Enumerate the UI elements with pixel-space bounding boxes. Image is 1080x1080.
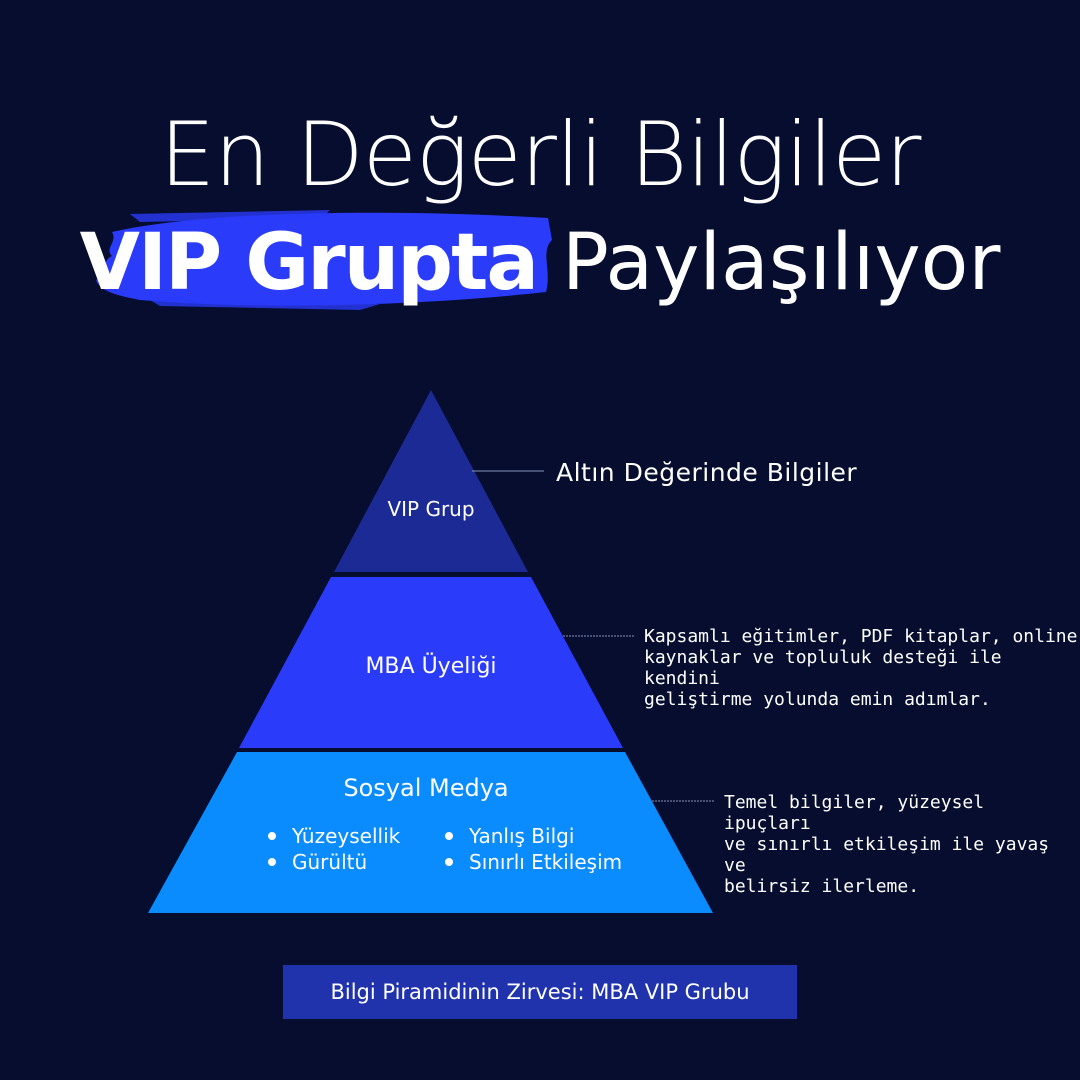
headline-line1: En Değerli Bilgiler (159, 103, 922, 206)
pyramid-middle-label: MBA Üyeliği (365, 654, 497, 679)
pyramid-bottom-label: Sosyal Medya (343, 774, 509, 802)
headline-line2: VIP Grupta Paylaşılıyor (0, 218, 1080, 308)
bullet-dot-icon (445, 858, 453, 866)
pyramid-bottom-tier (148, 752, 713, 913)
list-item: Gürültü (268, 849, 400, 875)
middle-tier-description: Kapsamlı eğitimler, PDF kitaplar, online… (644, 626, 1078, 710)
list-item: Sınırlı Etkileşim (445, 849, 622, 875)
bullet-dot-icon (268, 832, 276, 840)
list-item: Yanlış Bilgi (445, 823, 622, 849)
footer-banner: Bilgi Piramidinin Zirvesi: MBA VIP Grubu (283, 965, 797, 1019)
headline-highlight: VIP Grupta (79, 218, 539, 308)
bullet-list-right: Yanlış Bilgi Sınırlı Etkileşim (445, 823, 622, 875)
list-item: Yüzeysellik (268, 823, 400, 849)
pyramid-top-tier (334, 390, 528, 572)
pyramid-middle-tier (239, 577, 623, 748)
top-tier-description: Altın Değerinde Bilgiler (556, 458, 858, 487)
bullet-list-left: Yüzeysellik Gürültü (268, 823, 400, 875)
bullet-dot-icon (445, 832, 453, 840)
footer-text: Bilgi Piramidinin Zirvesi: MBA VIP Grubu (330, 980, 750, 1004)
pyramid-top-label: VIP Grup (387, 497, 475, 521)
bullet-dot-icon (268, 858, 276, 866)
bottom-tier-description: Temel bilgiler, yüzeysel ipuçları ve sın… (724, 792, 1050, 897)
headline-rest: Paylaşılıyor (561, 218, 1001, 308)
